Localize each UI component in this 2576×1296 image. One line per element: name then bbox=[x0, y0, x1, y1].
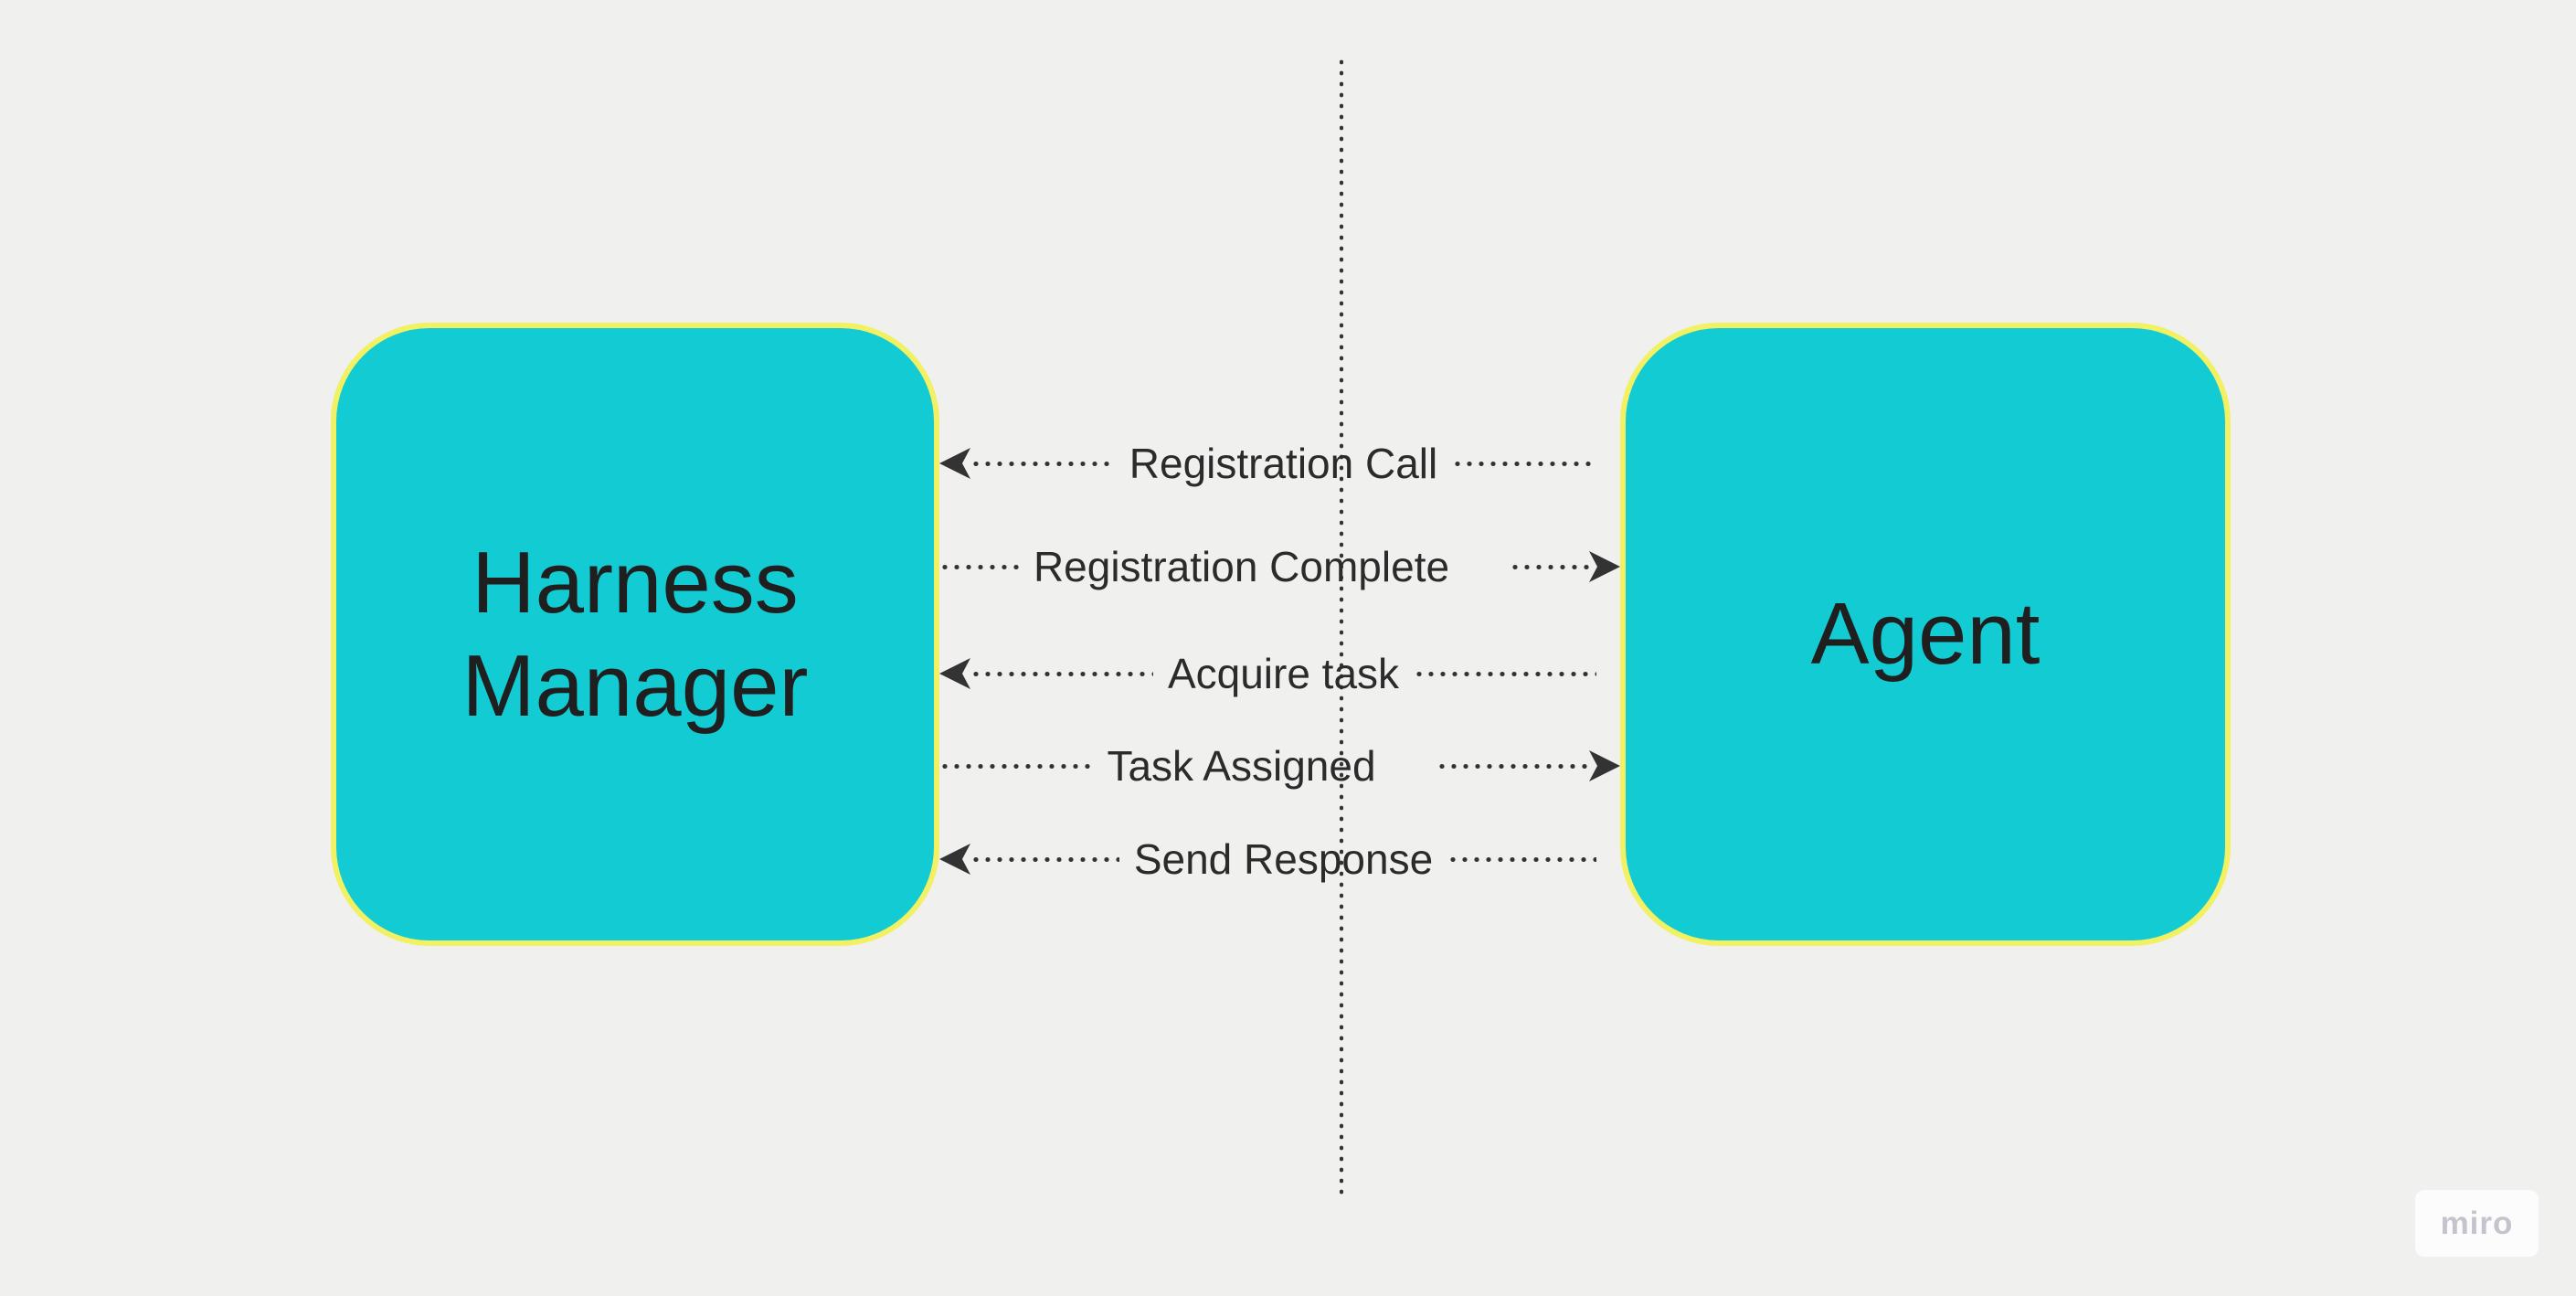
actor-label-harness-manager: Harness Manager bbox=[461, 533, 809, 735]
message-label: Registration Call bbox=[1129, 440, 1438, 487]
dotted-connector bbox=[1414, 671, 1596, 676]
message-task-assigned: Task Assigned bbox=[939, 738, 1620, 793]
miro-watermark: miro bbox=[2415, 1190, 2539, 1257]
actor-box-agent: Agent bbox=[1620, 323, 2231, 946]
arrowhead-left-icon bbox=[939, 655, 970, 692]
dotted-connector bbox=[1436, 763, 1589, 769]
arrowhead-right-icon bbox=[1589, 748, 1620, 784]
dotted-connector bbox=[939, 564, 1019, 569]
message-send-response: Send Response bbox=[939, 832, 1620, 887]
message-label: Task Assigned bbox=[1107, 742, 1376, 790]
actor-label-agent: Agent bbox=[1810, 585, 2041, 684]
message-label: Acquire task bbox=[1167, 650, 1400, 697]
dotted-connector bbox=[1447, 856, 1597, 862]
dotted-connector bbox=[1510, 564, 1590, 569]
message-label: Registration Complete bbox=[1033, 543, 1450, 590]
message-label: Send Response bbox=[1133, 835, 1434, 883]
arrowhead-left-icon bbox=[939, 445, 970, 482]
dotted-connector bbox=[939, 763, 1093, 769]
message-acquire-task: Acquire task bbox=[939, 646, 1620, 701]
message-registration-complete: Registration Complete bbox=[939, 539, 1621, 594]
dotted-connector bbox=[970, 461, 1115, 466]
miro-watermark-label: miro bbox=[2440, 1205, 2514, 1241]
dotted-connector bbox=[1452, 461, 1597, 466]
actor-box-harness-manager: Harness Manager bbox=[331, 323, 939, 946]
arrowhead-right-icon bbox=[1589, 548, 1621, 585]
dotted-connector bbox=[970, 856, 1119, 862]
dotted-connector bbox=[970, 671, 1153, 676]
arrowhead-left-icon bbox=[939, 841, 970, 877]
lifeline-dotted-vertical bbox=[1340, 58, 1343, 1200]
message-registration-call: Registration Call bbox=[939, 436, 1620, 491]
